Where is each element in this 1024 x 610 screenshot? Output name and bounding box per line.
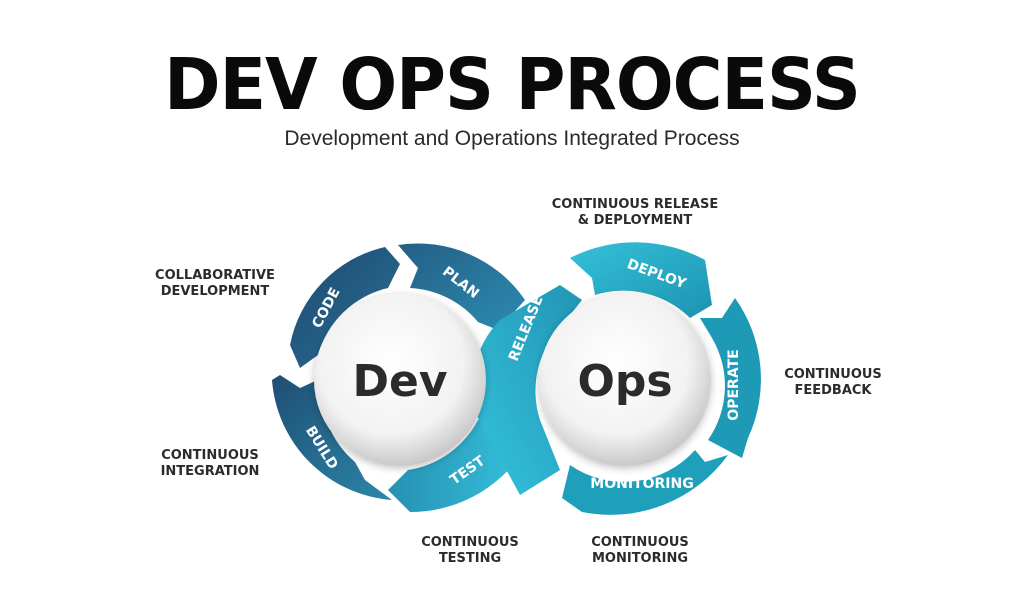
label-line: CONTINUOUS	[421, 535, 519, 550]
label-line: CONTINUOUS	[784, 367, 882, 382]
segment-plan	[398, 243, 525, 330]
segment-operate	[700, 298, 761, 458]
label-line: CONTINUOUS RELEASE	[551, 197, 719, 212]
label-line: CONTINUOUS	[591, 535, 689, 550]
dev-hub-label: Dev	[352, 356, 447, 407]
page-subtitle: Development and Operations Integrated Pr…	[284, 127, 740, 150]
label-line: COLLABORATIVE	[155, 268, 275, 283]
ops-hub	[539, 294, 711, 466]
segment-deploy	[570, 242, 712, 318]
label-line: CONTINUOUS	[161, 448, 259, 463]
label-continuous-integration: CONTINUOUS INTEGRATION	[140, 448, 280, 480]
segment-operate-label: OPERATE	[726, 349, 742, 420]
label-continuous-feedback: CONTINUOUS FEEDBACK	[768, 367, 898, 399]
label-continuous-monitoring: CONTINUOUS MONITORING	[575, 535, 705, 567]
label-continuous-release-deployment: CONTINUOUS RELEASE & DEPLOYMENT	[535, 197, 735, 229]
segment-monitoring-label: MONITORING	[590, 476, 693, 492]
segment-code	[290, 247, 400, 368]
segment-build	[272, 375, 392, 500]
label-collaborative-development: COLLABORATIVE DEVELOPMENT	[140, 268, 290, 300]
dev-hub	[314, 294, 486, 466]
label-line: TESTING	[438, 551, 502, 566]
page-title: DEV OPS PROCESS	[164, 44, 861, 127]
label-line: INTEGRATION	[160, 464, 260, 479]
segment-release	[472, 285, 582, 495]
label-line: DEVELOPMENT	[160, 284, 270, 299]
label-line: & DEPLOYMENT	[577, 213, 693, 228]
segment-monitoring	[562, 450, 728, 515]
label-line: MONITORING	[591, 551, 689, 566]
label-continuous-testing: CONTINUOUS TESTING	[405, 535, 535, 567]
ops-hub-label: Ops	[577, 356, 672, 407]
label-line: FEEDBACK	[794, 383, 872, 398]
